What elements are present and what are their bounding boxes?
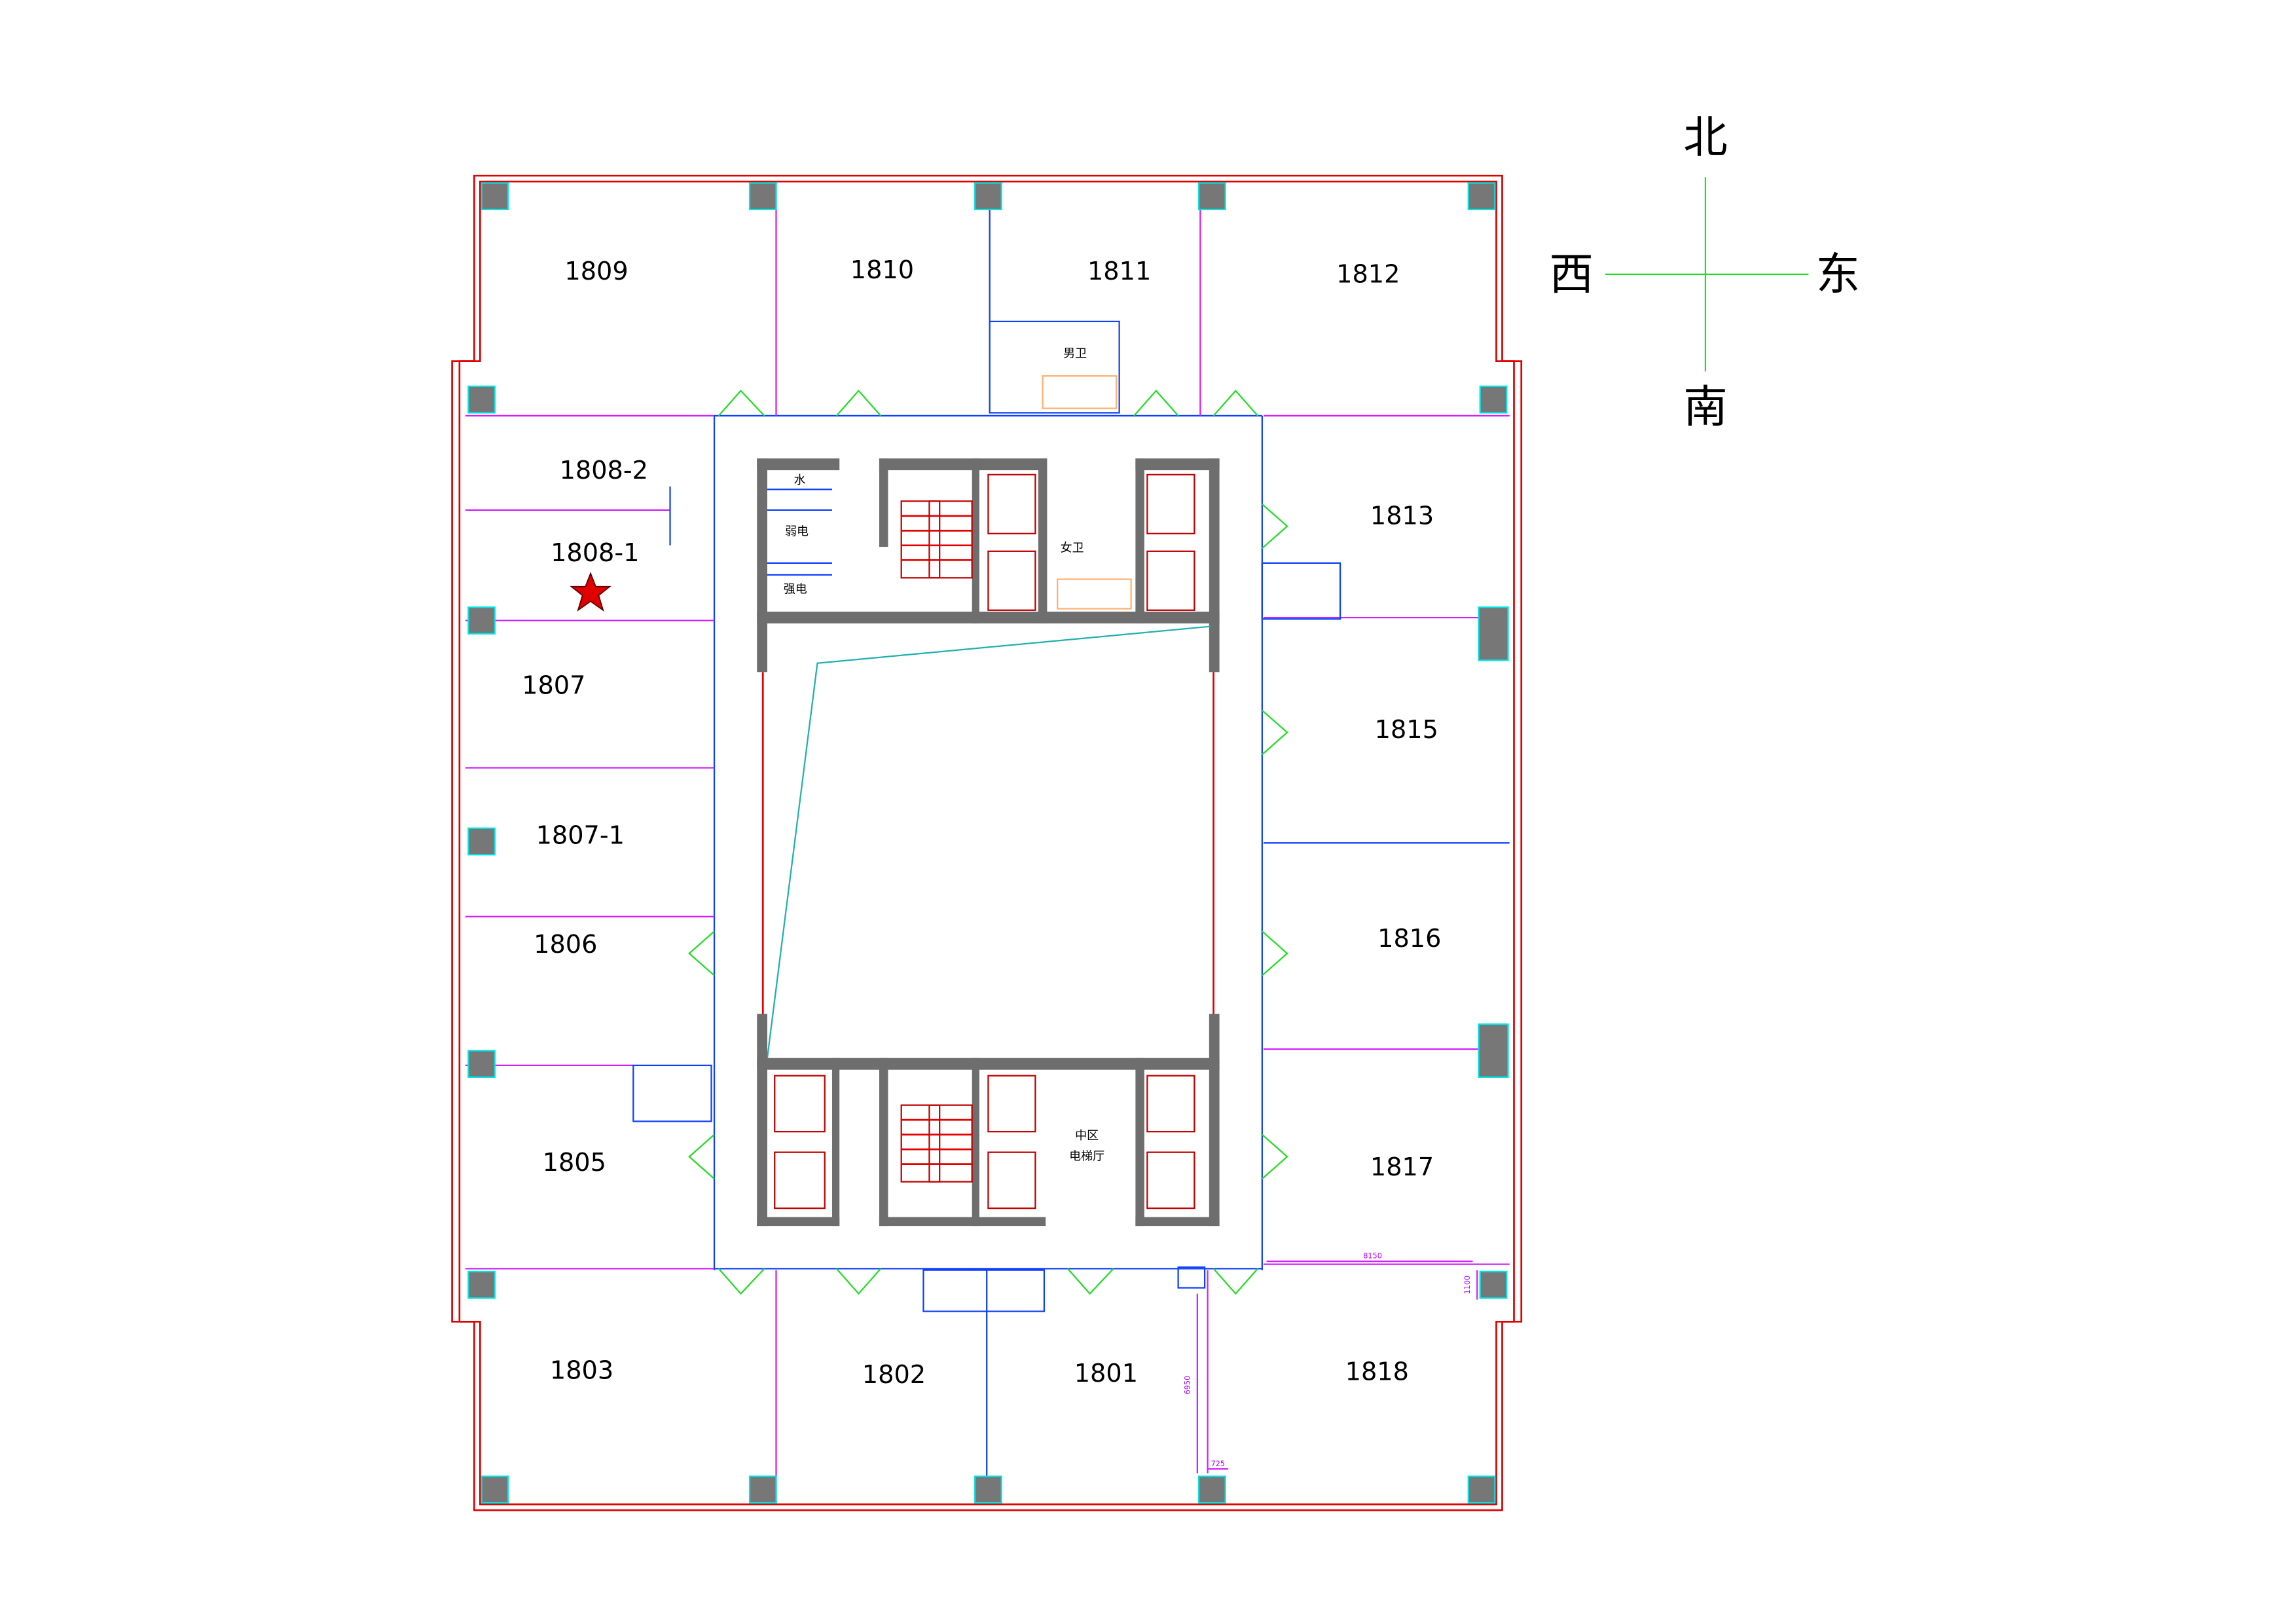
column	[1478, 606, 1509, 661]
room-label: 1816	[1377, 925, 1441, 953]
location-star-icon	[570, 572, 611, 612]
room-label: 1812	[1336, 261, 1400, 289]
doors	[688, 389, 1288, 1295]
room-label: 1807-1	[536, 822, 625, 851]
partitions	[465, 183, 1510, 1504]
room-label: 1808-1	[551, 539, 639, 568]
room-label: 1811	[1087, 257, 1151, 286]
column	[481, 1475, 509, 1504]
column	[467, 606, 496, 635]
column	[1479, 1270, 1508, 1299]
water-room-label: 水	[793, 473, 805, 487]
column	[974, 182, 1002, 211]
room-label: 1818	[1345, 1358, 1409, 1387]
dimensions: 8150 1100 6950 725	[1184, 1252, 1478, 1474]
room-label: 1813	[1370, 502, 1434, 531]
dimension-label: 8150	[1363, 1252, 1382, 1261]
outer-wall	[451, 174, 1523, 1511]
elevator-car	[1146, 550, 1195, 611]
elevator-car	[987, 1075, 1036, 1133]
column	[1478, 1023, 1509, 1079]
column	[467, 385, 496, 414]
compass-west: 西	[1550, 248, 1594, 300]
column	[1479, 385, 1508, 414]
compass: 北 南 西 东	[1550, 111, 1861, 433]
elevator-car	[1146, 473, 1195, 534]
room-label: 1815	[1375, 716, 1438, 745]
elevator-car	[774, 1151, 826, 1209]
room-label: 1809	[564, 257, 628, 286]
elevator-hall-label-line1: 中区	[1075, 1129, 1099, 1143]
elevator-car	[987, 473, 1036, 534]
compass-east: 东	[1816, 248, 1860, 300]
corridor-walls	[465, 415, 1510, 1270]
stair-lower	[900, 1104, 973, 1183]
column	[467, 1270, 496, 1299]
compass-north: 北	[1683, 111, 1727, 163]
column	[467, 1050, 496, 1079]
mens-restroom-label: 男卫	[1063, 346, 1087, 360]
elevator-car	[987, 550, 1036, 611]
atrium	[761, 625, 1214, 1058]
room-label: 1803	[550, 1356, 613, 1385]
column	[1467, 1475, 1496, 1504]
room-label: 1817	[1370, 1153, 1434, 1182]
room-label: 1802	[862, 1361, 926, 1390]
core-upper: 水 弱电 强电 女卫	[757, 458, 1220, 673]
elevator-hall-label-line2: 电梯厅	[1069, 1149, 1104, 1163]
weak-power-room-label: 弱电	[785, 525, 809, 539]
dimension-label: 6950	[1184, 1376, 1192, 1395]
dimension-label: 1100	[1463, 1276, 1472, 1295]
room-label: 1805	[543, 1149, 606, 1177]
compass-south: 南	[1683, 380, 1727, 432]
column	[1197, 182, 1226, 211]
room-labels: 1809 1810 1811 1812 1808-2 1808-1 1807 1…	[522, 256, 1441, 1390]
column	[467, 827, 496, 856]
mens-restroom: 男卫	[989, 320, 1120, 414]
column	[481, 182, 509, 211]
elevator-car	[1146, 1151, 1195, 1209]
column	[1197, 1475, 1226, 1504]
strong-power-room-label: 强电	[784, 582, 807, 596]
elevator-car	[987, 1151, 1036, 1209]
room-label: 1807	[522, 671, 585, 700]
room-label: 1808-2	[560, 456, 648, 485]
womens-restroom-label: 女卫	[1061, 541, 1084, 555]
column	[748, 182, 777, 211]
stair-upper	[900, 500, 973, 579]
elevator-car	[1146, 1075, 1195, 1133]
columns	[467, 182, 1509, 1504]
column	[974, 1475, 1002, 1504]
elevator-car	[774, 1075, 826, 1133]
room-label: 1801	[1074, 1359, 1138, 1388]
column	[1467, 182, 1496, 211]
shafts	[632, 562, 1341, 1312]
room-label: 1810	[850, 256, 914, 285]
core-lower: 中区 电梯厅	[757, 1014, 1220, 1227]
column	[748, 1475, 777, 1504]
dimension-label: 725	[1211, 1460, 1225, 1468]
room-label: 1806	[534, 931, 597, 959]
